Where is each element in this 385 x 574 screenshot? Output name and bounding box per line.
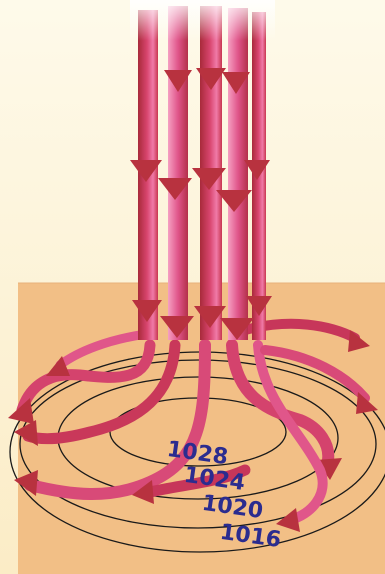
anticyclone-diagram: 1028 1024 1020 1016 [0,0,385,574]
